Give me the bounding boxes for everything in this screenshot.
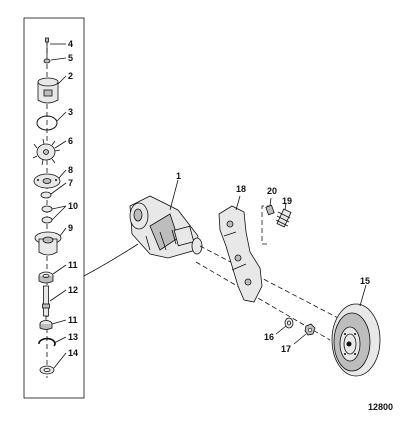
nut-20-part (265, 204, 275, 216)
callout-19: 19 (282, 196, 292, 206)
stud-part (275, 208, 292, 228)
seal-lower-part (41, 216, 53, 224)
impeller-part (32, 138, 61, 166)
callout-13: 13 (68, 332, 78, 342)
parts-panel-frame (23, 17, 85, 399)
callout-11-lower: 11 (68, 315, 78, 325)
bearing-housing-part (34, 231, 62, 256)
callout-3: 3 (68, 107, 73, 117)
callout-4: 4 (68, 39, 73, 49)
bearing-lower-part (39, 320, 53, 330)
callout-11-upper: 11 (68, 260, 78, 270)
pump-to-pulley-axis-upper (199, 245, 343, 321)
callout-16: 16 (264, 332, 274, 342)
small-washer-part (43, 58, 51, 64)
callout-5: 5 (68, 53, 73, 63)
callout-18: 18 (236, 184, 246, 194)
snap-ring-part (38, 337, 56, 347)
callout-12: 12 (68, 285, 78, 295)
callout-1: 1 (176, 171, 181, 181)
callout-9: 9 (68, 223, 73, 233)
mounting-bracket-part (218, 205, 263, 303)
shaft-part (42, 285, 50, 320)
pulley-part (331, 303, 381, 377)
seawater-pump-assembly (129, 195, 203, 259)
callout-14: 14 (68, 348, 78, 358)
gasket-part (40, 191, 52, 199)
callout-17: 17 (281, 344, 291, 354)
bolt-part (45, 37, 49, 56)
panel-connector-curve (83, 243, 139, 277)
callout-6: 6 (68, 136, 73, 146)
nut-17-part (304, 323, 316, 336)
callout-2: 2 (68, 71, 73, 81)
washer-16-part (284, 317, 294, 329)
wear-plate-part (33, 173, 61, 189)
housing-cover-part (37, 77, 59, 104)
o-ring-part (36, 115, 58, 131)
stud-dashed-bracket (261, 205, 272, 245)
callout-8: 8 (68, 165, 73, 175)
left-leader-lines (49, 43, 67, 369)
callout-10: 10 (68, 201, 78, 211)
bearing-upper-part (38, 271, 54, 284)
seal-upper-part (41, 205, 53, 213)
callout-20: 20 (267, 186, 277, 196)
callout-7: 7 (68, 178, 73, 188)
figure-number: 12800 (368, 402, 393, 412)
callout-15: 15 (360, 276, 370, 286)
nut-part (39, 365, 55, 375)
